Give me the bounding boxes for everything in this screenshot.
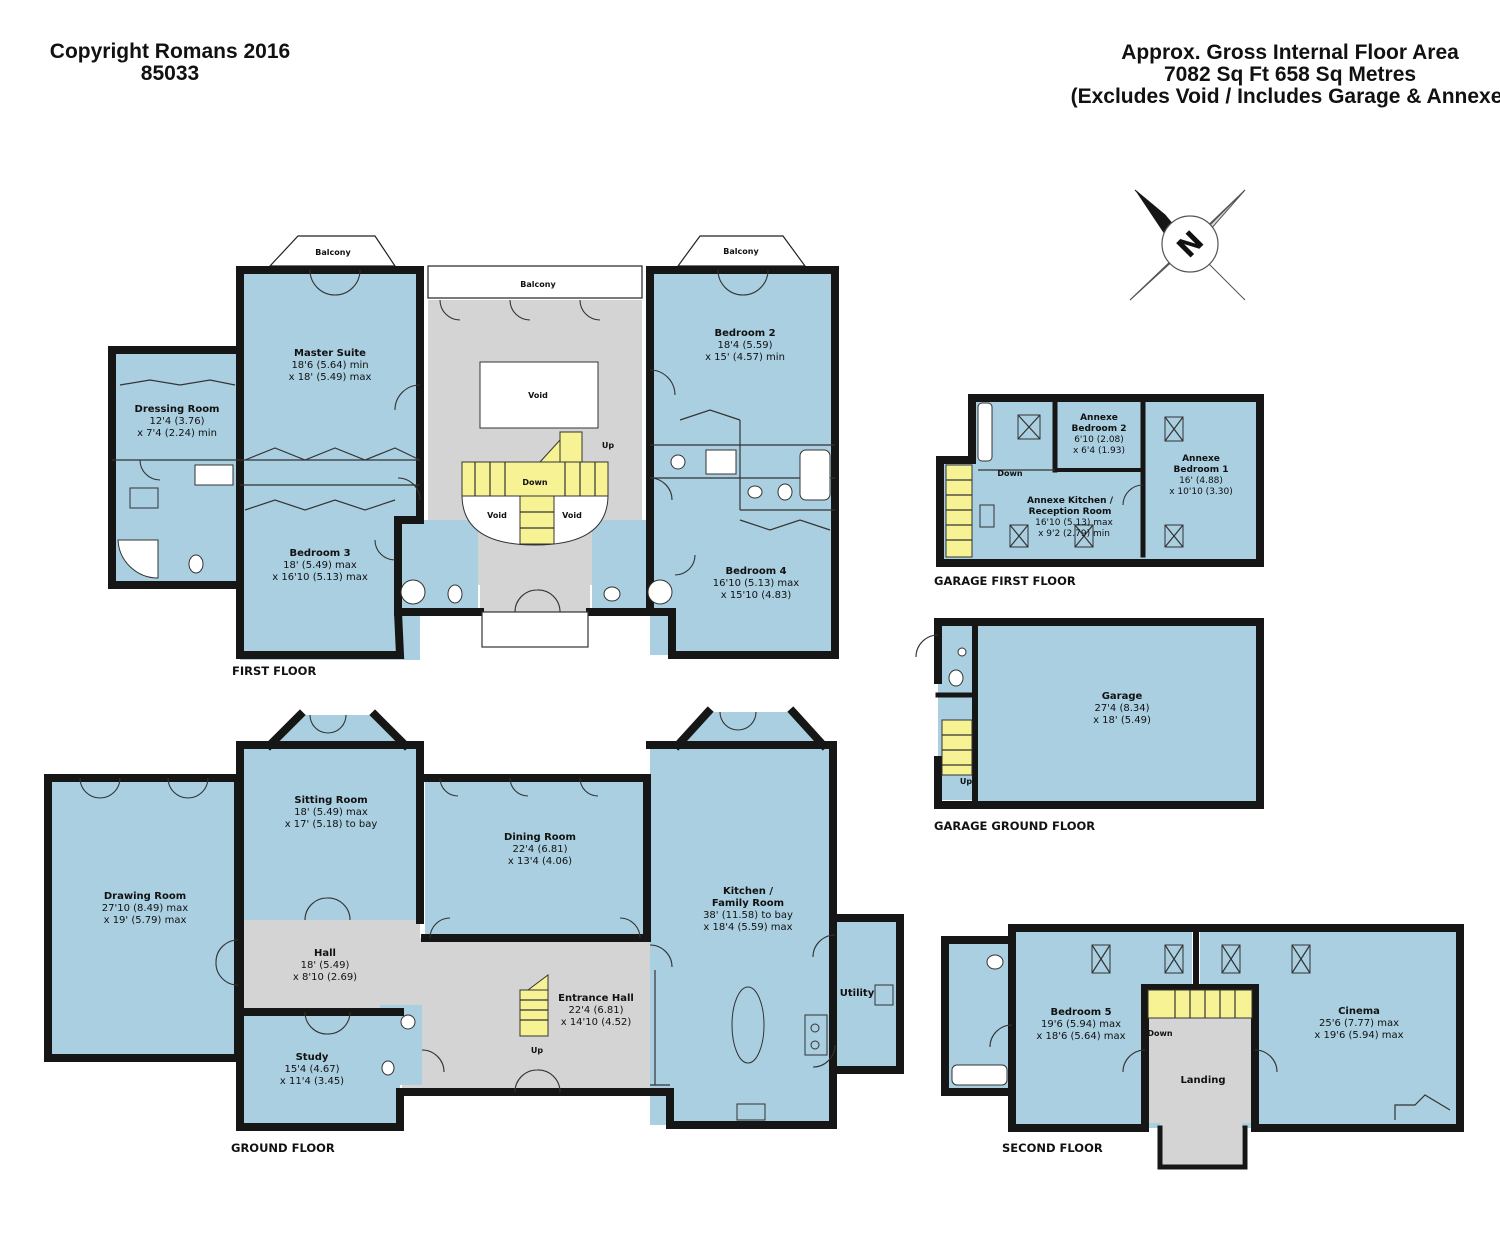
garage-first-floor-plan <box>936 394 1264 567</box>
annexe-bedroom2-name-line2: Bedroom 2 <box>1072 424 1127 434</box>
central-balcony-label: Balcony <box>520 280 556 289</box>
floor-area-block: Approx. Gross Internal Floor Area 7082 S… <box>1070 42 1500 108</box>
first-floor-staircase <box>461 431 609 545</box>
entrance-hall-name: Entrance Hall <box>558 993 634 1004</box>
kitchen-dim1: 38' (11.58) to bay <box>703 910 793 921</box>
cinema-dim1: 25'6 (7.77) max <box>1319 1018 1399 1029</box>
master-balcony-label: Balcony <box>315 248 351 257</box>
bedroom5-name: Bedroom 5 <box>1050 1007 1111 1018</box>
annexe-bedroom1-dim1: 16' (4.88) <box>1179 476 1223 486</box>
entrance-hall-dim1: 22'4 (6.81) <box>568 1005 623 1016</box>
bedroom2-dim1: 18'4 (5.59) <box>717 340 772 351</box>
master-suite-dim1: 18'6 (5.64) min <box>291 360 368 371</box>
drawing-room-dim1: 27'10 (8.49) max <box>102 903 188 914</box>
dressing-room-name: Dressing Room <box>135 404 220 415</box>
master-suite-dim2: x 18' (5.49) max <box>289 372 372 383</box>
hall-dim2: x 8'10 (2.69) <box>293 972 357 983</box>
plan-labels: Balcony Balcony Balcony Void Void Void U… <box>102 247 1404 1155</box>
dressing-room-dim2: x 7'4 (2.24) min <box>137 428 217 439</box>
sitting-room-dim2: x 17' (5.18) to bay <box>285 819 378 830</box>
kitchen-name-line2: Family Room <box>712 898 784 909</box>
void-label-top: Void <box>528 391 548 400</box>
first-floor-down-label: Down <box>522 478 548 487</box>
bedroom4-dim1: 16'10 (5.13) max <box>713 578 799 589</box>
study-dim2: x 11'4 (3.45) <box>280 1076 344 1087</box>
annexe-bedroom1-name-line2: Bedroom 1 <box>1174 465 1229 475</box>
bedroom5-dim2: x 18'6 (5.64) max <box>1036 1031 1125 1042</box>
drawing-room-name: Drawing Room <box>104 891 186 902</box>
garage-dim1: 27'4 (8.34) <box>1094 703 1149 714</box>
hall-dim1: 18' (5.49) <box>301 960 350 971</box>
void-label-left: Void <box>487 511 507 520</box>
bedroom2-name: Bedroom 2 <box>714 328 775 339</box>
dining-room-dim2: x 13'4 (4.06) <box>508 856 572 867</box>
kitchen-name-line1: Kitchen / <box>723 886 773 897</box>
first-floor-up-label: Up <box>602 441 614 450</box>
kitchen-dim2: x 18'4 (5.59) max <box>703 922 792 933</box>
copyright-block: Copyright Romans 2016 85033 <box>20 41 320 85</box>
landing-name: Landing <box>1180 1075 1225 1086</box>
void-label-right: Void <box>562 511 582 520</box>
annexe-bedroom1-name-line1: Annexe <box>1182 454 1220 464</box>
bedroom2-balcony-label: Balcony <box>723 247 759 256</box>
bedroom4-name: Bedroom 4 <box>725 566 786 577</box>
garage-name: Garage <box>1102 691 1143 702</box>
utility-name: Utility <box>840 988 875 999</box>
dining-room-dim1: 22'4 (6.81) <box>512 844 567 855</box>
annexe-bedroom1-dim2: x 10'10 (3.30) <box>1169 487 1233 497</box>
garage-first-floor-label: GARAGE FIRST FLOOR <box>934 574 1076 588</box>
master-suite-name: Master Suite <box>294 348 366 359</box>
reference-number: 85033 <box>140 62 200 85</box>
annexe-kitchen-dim1: 16'10 (5.13) max <box>1035 518 1113 528</box>
bedroom3-dim1: 18' (5.49) max <box>283 560 357 571</box>
copyright-text: Copyright Romans 2016 <box>49 40 291 63</box>
annexe-kitchen-name-line2: Reception Room <box>1029 507 1112 517</box>
annexe-kitchen-dim2: x 9'2 (2.79) min <box>1038 529 1110 539</box>
cinema-name: Cinema <box>1338 1006 1380 1017</box>
second-floor-plan <box>941 924 1464 1170</box>
hall-name: Hall <box>314 948 336 959</box>
study-name: Study <box>296 1052 329 1063</box>
entrance-hall-dim2: x 14'10 (4.52) <box>561 1017 632 1028</box>
dressing-room-dim1: 12'4 (3.76) <box>149 416 204 427</box>
annexe-bedroom2-dim1: 6'10 (2.08) <box>1074 435 1124 445</box>
garage-ground-floor-label: GARAGE GROUND FLOOR <box>934 819 1095 833</box>
sitting-room-dim1: 18' (5.49) max <box>294 807 368 818</box>
ground-floor-plan <box>44 706 904 1131</box>
first-floor-plan <box>108 235 839 660</box>
garage-ground-up-label: Up <box>960 777 972 786</box>
cinema-dim2: x 19'6 (5.94) max <box>1314 1030 1403 1041</box>
bedroom4-dim2: x 15'10 (4.83) <box>721 590 792 601</box>
garage-first-down-label: Down <box>997 469 1023 478</box>
sitting-room-name: Sitting Room <box>294 795 367 806</box>
central-balcony <box>427 265 643 299</box>
bedroom3-name: Bedroom 3 <box>289 548 350 559</box>
second-floor-down-label: Down <box>1147 1029 1173 1038</box>
floor-area-value: 7082 Sq Ft 658 Sq Metres <box>1163 63 1417 86</box>
first-floor-label: FIRST FLOOR <box>232 664 316 678</box>
floor-area-note: (Excludes Void / Includes Garage & Annex… <box>1070 85 1500 108</box>
study-dim1: 15'4 (4.67) <box>284 1064 339 1075</box>
ground-floor-label: GROUND FLOOR <box>231 1141 335 1155</box>
bedroom5-dim1: 19'6 (5.94) max <box>1041 1019 1121 1030</box>
bedroom3-dim2: x 16'10 (5.13) max <box>272 572 368 583</box>
second-floor-label: SECOND FLOOR <box>1002 1141 1103 1155</box>
bedroom2-dim2: x 15' (4.57) min <box>705 352 785 363</box>
floor-area-title: Approx. Gross Internal Floor Area <box>1121 41 1459 64</box>
annexe-bedroom2-name-line1: Annexe <box>1080 413 1118 423</box>
annexe-bedroom2-dim2: x 6'4 (1.93) <box>1073 446 1125 456</box>
annexe-kitchen-name-line1: Annexe Kitchen / <box>1027 496 1114 506</box>
dining-room-name: Dining Room <box>504 832 576 843</box>
drawing-room-dim2: x 19' (5.79) max <box>104 915 187 926</box>
ground-floor-staircase <box>519 974 549 1037</box>
ground-floor-up-label: Up <box>531 1046 543 1055</box>
garage-dim2: x 18' (5.49) <box>1093 715 1151 726</box>
compass-icon: N <box>1129 189 1246 301</box>
garage-ground-floor-plan <box>915 618 1264 809</box>
